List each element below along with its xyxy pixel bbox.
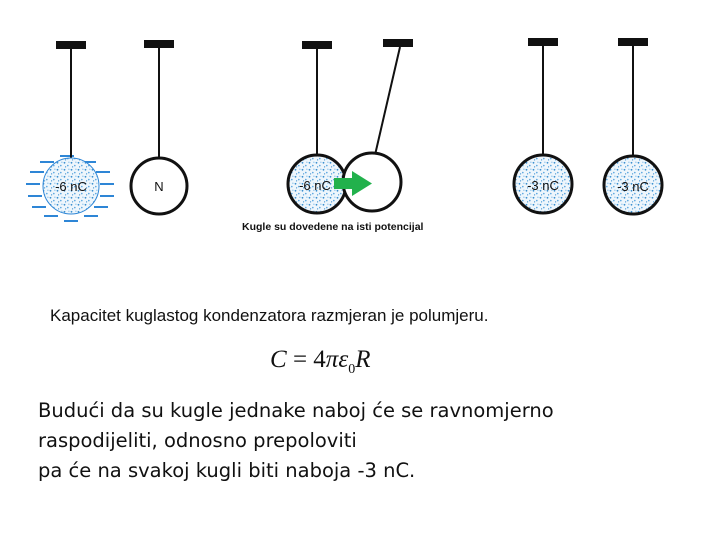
conclusion-line-3: pa će na svakoj kugli biti naboja -3 nC.: [38, 459, 416, 482]
support-bars: [56, 38, 648, 49]
ball-1-label: -6 nC: [55, 179, 87, 194]
formula-lhs: C: [270, 346, 287, 373]
formula-radius: R: [355, 346, 371, 373]
ball-6: [602, 154, 664, 216]
diagram-caption: Kugle su dovedene na isti potencijal: [242, 221, 424, 233]
formula-coef: 4: [313, 346, 326, 373]
formula-epsilon: ε: [338, 346, 349, 373]
ball-5-label: -3 nC: [527, 178, 559, 193]
formula-subscript: 0: [348, 362, 356, 377]
capacitance-formula: C = 4πε0R: [270, 346, 370, 378]
conclusion-line-1: Budući da su kugle jednake naboj će se r…: [38, 399, 554, 422]
field-lines: [26, 155, 114, 222]
transfer-arrow-icon: [334, 171, 372, 196]
formula-pi: π: [325, 346, 339, 373]
ball-5: [512, 153, 574, 215]
ball-6-label: -3 nC: [617, 179, 649, 194]
conclusion-line-2: raspodijeliti, odnosno prepoloviti: [38, 429, 357, 452]
ball-2-label: N: [154, 179, 163, 194]
ball-2: [129, 156, 189, 216]
conclusion-text: Budući da su kugle jednake naboj će se r…: [38, 396, 698, 486]
threads: [70, 46, 634, 158]
capacitance-statement: Kapacitet kuglastog kondenzatora razmjer…: [50, 306, 489, 325]
charge-sharing-diagram: -6 nC N -6 nC -3 nC -3 nC Kugle su doved…: [26, 38, 664, 233]
ball-3-label: -6 nC: [299, 178, 331, 193]
ball-1: [42, 157, 100, 215]
formula-equals: =: [292, 346, 308, 373]
